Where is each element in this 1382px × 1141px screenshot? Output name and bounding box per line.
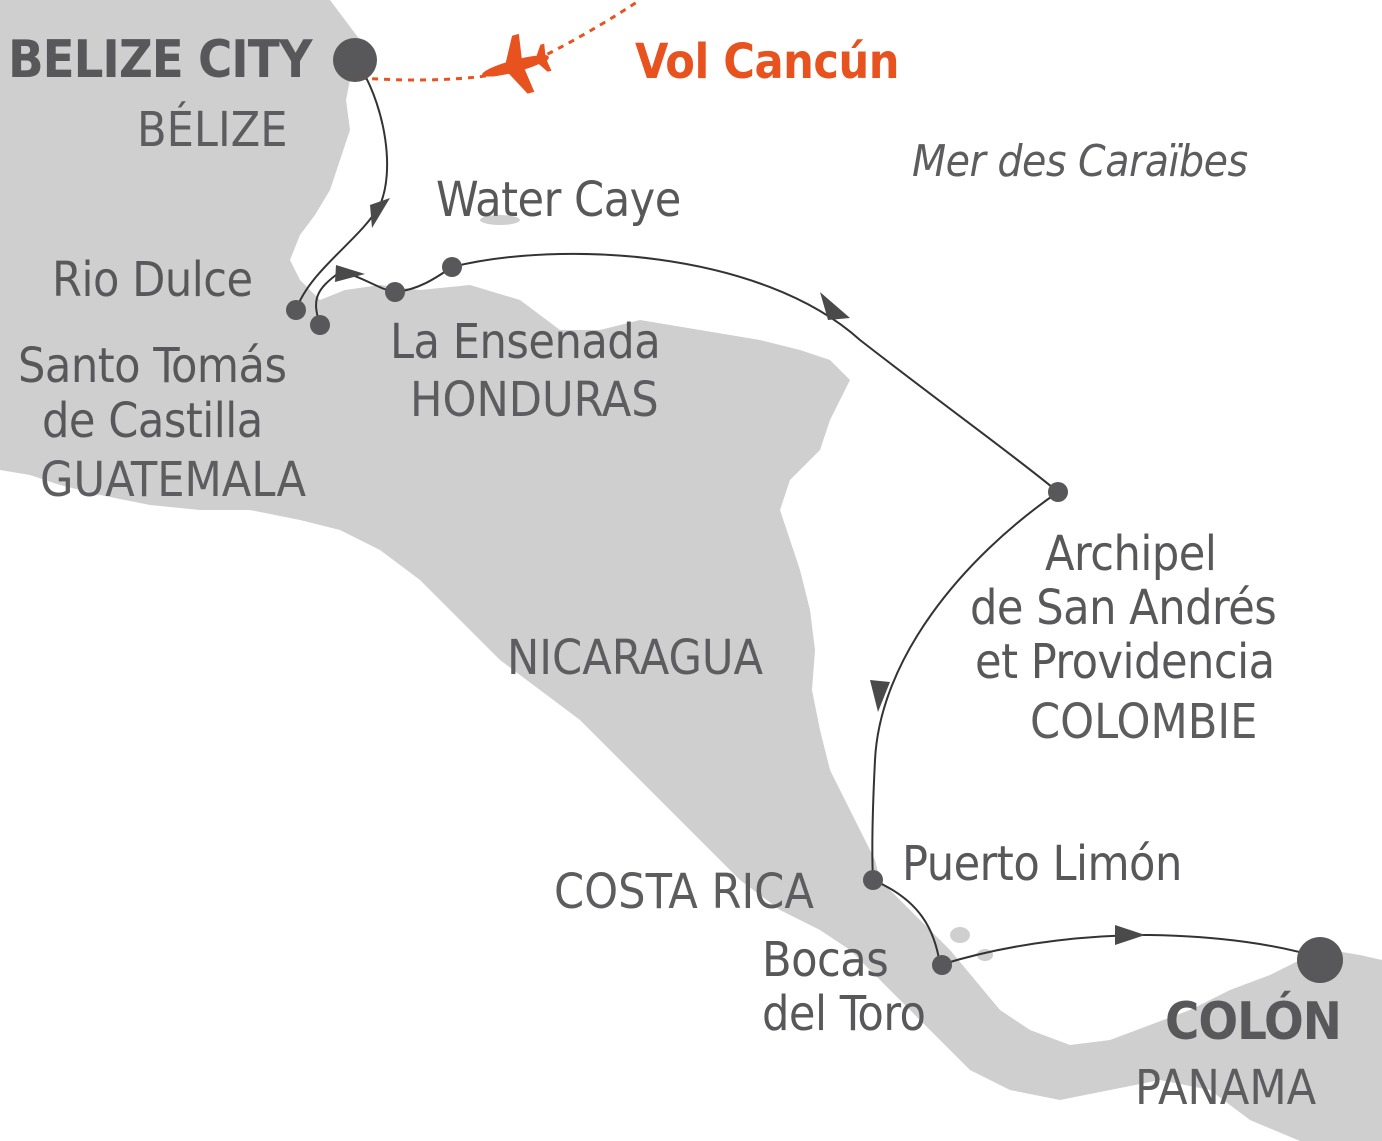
cruise-route-segment — [872, 879, 941, 966]
country-label-colombie: COLOMBIE — [1030, 694, 1258, 750]
cruise-route-segment — [315, 266, 453, 326]
port-label-san-andres-line2: de San Andrés — [970, 580, 1277, 636]
cruise-route-segment — [939, 933, 1321, 966]
port-label-santo-tomas-line2: de Castilla — [42, 393, 263, 449]
airplane-icon — [481, 33, 552, 94]
island — [950, 927, 970, 943]
stop-san-andres[interactable] — [1048, 482, 1068, 502]
stop-bocas-del-toro[interactable] — [932, 955, 952, 975]
flight-label: Vol Cancún — [635, 34, 899, 90]
country-label-panama: PANAMA — [1135, 1060, 1317, 1116]
direction-arrow-icon — [870, 680, 890, 712]
country-label-belize: BÉLIZE — [137, 102, 288, 158]
sea-label: Mer des Caraïbes — [912, 136, 1248, 187]
port-label-santo-tomas-line1: Santo Tomás — [18, 338, 287, 394]
direction-arrow-icon — [370, 198, 390, 228]
port-label-rio-dulce: Rio Dulce — [52, 252, 253, 308]
stop-puerto-limon[interactable] — [863, 870, 883, 890]
country-label-honduras: HONDURAS — [410, 372, 659, 428]
direction-arrow-icon — [820, 292, 850, 320]
stop-santo-tomas[interactable] — [310, 315, 330, 335]
country-label-nicaragua: NICARAGUA — [507, 630, 764, 686]
port-label-water-caye: Water Caye — [436, 172, 681, 228]
port-label-bocas-line1: Bocas — [762, 932, 889, 988]
direction-arrow-icon — [1115, 925, 1145, 945]
stop-water-caye[interactable] — [442, 257, 462, 277]
stop-la-ensenada[interactable] — [385, 282, 405, 302]
cruise-route-segment — [871, 491, 1059, 881]
country-label-costa-rica: COSTA RICA — [554, 864, 814, 920]
stop-colon[interactable] — [1297, 937, 1343, 983]
stop-belize-city[interactable] — [333, 38, 377, 82]
port-label-san-andres-line3: et Providencia — [975, 634, 1275, 690]
port-label-bocas-line2: del Toro — [762, 986, 926, 1042]
flight-route — [359, 0, 641, 82]
island — [480, 215, 520, 225]
stop-rio-dulce[interactable] — [286, 300, 306, 320]
port-label-san-andres-line1: Archipel — [1045, 526, 1217, 582]
island — [1290, 1034, 1310, 1066]
port-label-colon: COLÓN — [1165, 992, 1342, 1052]
country-label-guatemala: GUATEMALA — [40, 452, 307, 508]
port-label-puerto-limon: Puerto Limón — [902, 836, 1182, 892]
port-label-la-ensenada: La Ensenada — [390, 314, 661, 370]
direction-arrow-icon — [335, 265, 365, 282]
port-label-belize-city: BELIZE CITY — [8, 30, 312, 90]
